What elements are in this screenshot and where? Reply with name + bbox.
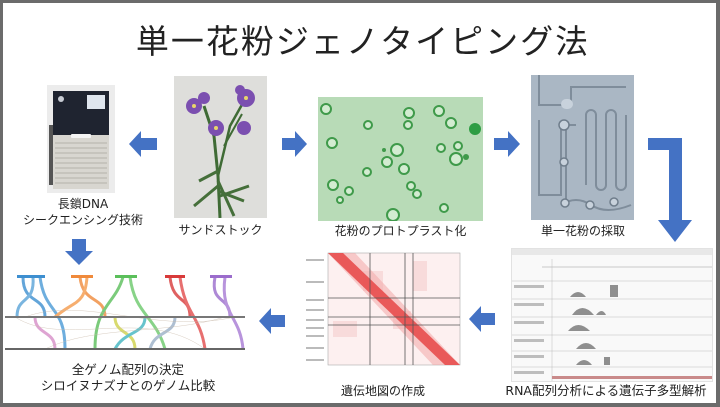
sequencer-caption-line1: 長鎖DNA: [57, 197, 109, 211]
sequencer-caption: 長鎖DNA シークエンシング技術: [3, 196, 163, 228]
green-pollen-protoplast-micrograph: [318, 97, 483, 221]
page-title: 単一花粉ジェノタイピング法: [135, 22, 591, 61]
sequencer-caption-line2: シークエンシング技術: [22, 213, 143, 227]
arrow-elbow-down-icon: [648, 138, 692, 242]
genetic-map-caption: 遺伝地図の作成: [340, 384, 425, 398]
rna-seq-caption: RNA配列分析による遺伝子多型解析: [505, 383, 707, 398]
protoplast-caption: 花粉のプロトプラスト化: [334, 224, 467, 238]
sequencer-instrument-photo: [47, 85, 115, 193]
genome-caption-line1: 全ゲノム配列の決定: [71, 362, 185, 377]
arrow-left-icon: [129, 131, 157, 157]
arrow-right-icon: [282, 131, 307, 157]
genome-caption-line2: シロイヌナズナとのゲノム比較: [40, 378, 216, 393]
genome-browser-screenshot: [511, 248, 713, 382]
synteny-ribbon-plot: [5, 275, 249, 355]
sandstock-caption: サンドストック: [178, 223, 263, 237]
arrow-right-icon: [494, 131, 520, 157]
arrow-left-icon: [469, 306, 495, 332]
purple-flower-plant-photo: [174, 76, 267, 218]
single-pollen-caption: 単一花粉の採取: [540, 224, 625, 238]
arrow-left-icon: [259, 308, 285, 334]
linkage-heatmap: [303, 251, 466, 381]
arrow-down-icon: [65, 239, 93, 265]
genome-caption: 全ゲノム配列の決定 シロイヌナズナとのゲノム比較: [3, 362, 253, 394]
microfluidic-channel-micrograph: [531, 75, 634, 220]
